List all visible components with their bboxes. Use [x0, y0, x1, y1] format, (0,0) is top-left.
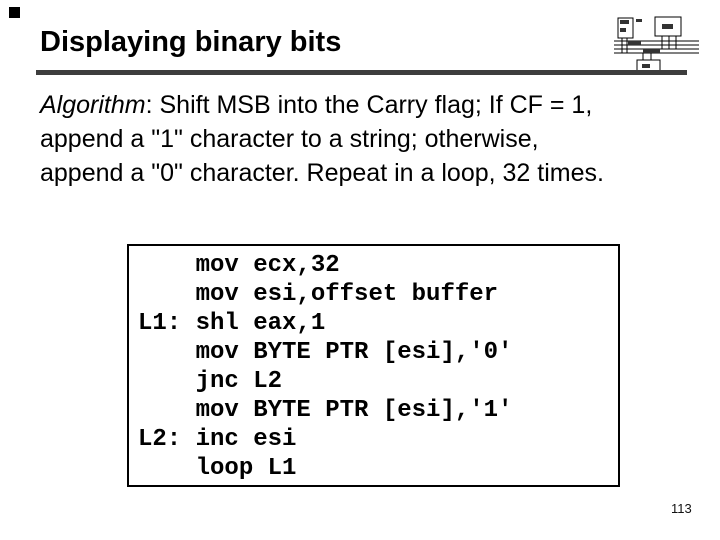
- title-divider-rule: [36, 70, 687, 75]
- algorithm-line-1: Algorithm: Shift MSB into the Carry flag…: [40, 88, 695, 122]
- code-line: mov BYTE PTR [esi],'1': [138, 397, 513, 424]
- page-number: 113: [671, 501, 692, 516]
- algorithm-line-2: append a "1" character to a string; othe…: [40, 125, 539, 153]
- code-listing: mov ecx,32 mov esi,offset buffer L1: shl…: [129, 246, 618, 483]
- algorithm-label: Algorithm: [40, 91, 146, 119]
- code-line: loop L1: [138, 455, 297, 482]
- code-line: jnc L2: [138, 368, 283, 395]
- algorithm-line-1-text: : Shift MSB into the Carry flag; If CF =…: [145, 91, 593, 119]
- corner-square-decoration: [9, 7, 20, 18]
- code-box: mov ecx,32 mov esi,offset buffer L1: shl…: [127, 244, 620, 487]
- algorithm-paragraph: Algorithm: Shift MSB into the Carry flag…: [40, 88, 695, 190]
- code-line: L1: shl eax,1: [138, 310, 326, 337]
- slide-title: Displaying binary bits: [40, 26, 342, 58]
- cpu-memory-bus-diagram-icon: [610, 8, 702, 74]
- code-line: mov ecx,32: [138, 252, 340, 279]
- code-line: L2: inc esi: [138, 426, 297, 453]
- code-line: mov BYTE PTR [esi],'0': [138, 339, 513, 366]
- code-line: mov esi,offset buffer: [138, 281, 499, 308]
- algorithm-line-3: append a "0" character. Repeat in a loop…: [40, 159, 604, 187]
